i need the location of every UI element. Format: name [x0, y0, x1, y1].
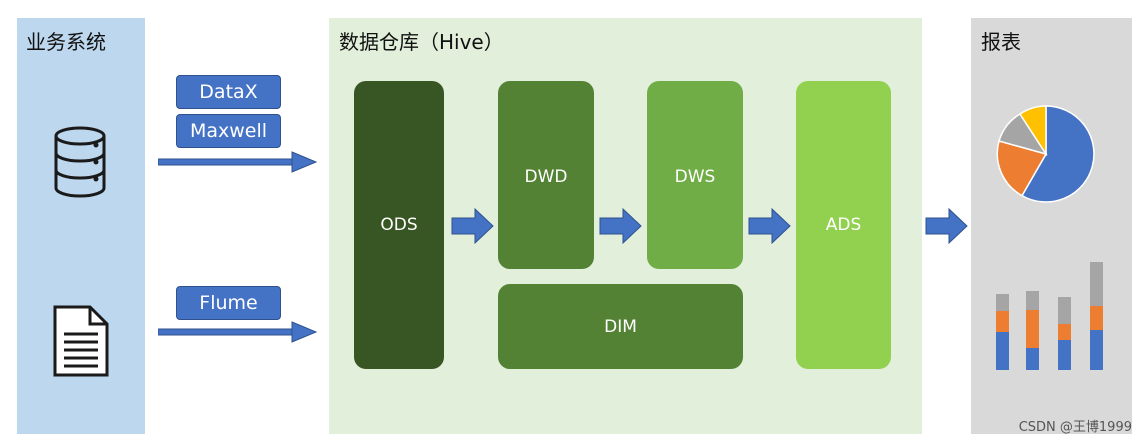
business-system-title: 业务系统 — [26, 30, 106, 54]
arrow-dwd-to-dws — [599, 208, 643, 244]
dim-layer: DIM — [498, 284, 743, 369]
watermark: CSDN @王博1999 — [1018, 420, 1132, 435]
warehouse-title: 数据仓库（Hive） — [339, 30, 504, 54]
arrow-dws-to-ads — [748, 208, 792, 244]
ads-layer: ADS — [796, 81, 891, 369]
datax-label: DataX — [176, 75, 281, 109]
stacked-bar-chart-icon — [992, 258, 1108, 374]
maxwell-label: Maxwell — [176, 114, 281, 148]
arrow-ads-to-report — [925, 208, 969, 244]
pie-chart-icon — [996, 104, 1096, 204]
arrow-file-to-warehouse — [158, 320, 318, 344]
document-icon — [52, 304, 110, 378]
report-title: 报表 — [981, 30, 1021, 54]
arrow-db-to-warehouse — [158, 150, 318, 174]
arrow-ods-to-dwd — [451, 208, 495, 244]
database-icon — [52, 126, 108, 198]
dws-layer: DWS — [647, 81, 743, 269]
dwd-layer: DWD — [498, 81, 594, 269]
flume-label: Flume — [176, 286, 281, 320]
ods-layer: ODS — [354, 81, 444, 369]
